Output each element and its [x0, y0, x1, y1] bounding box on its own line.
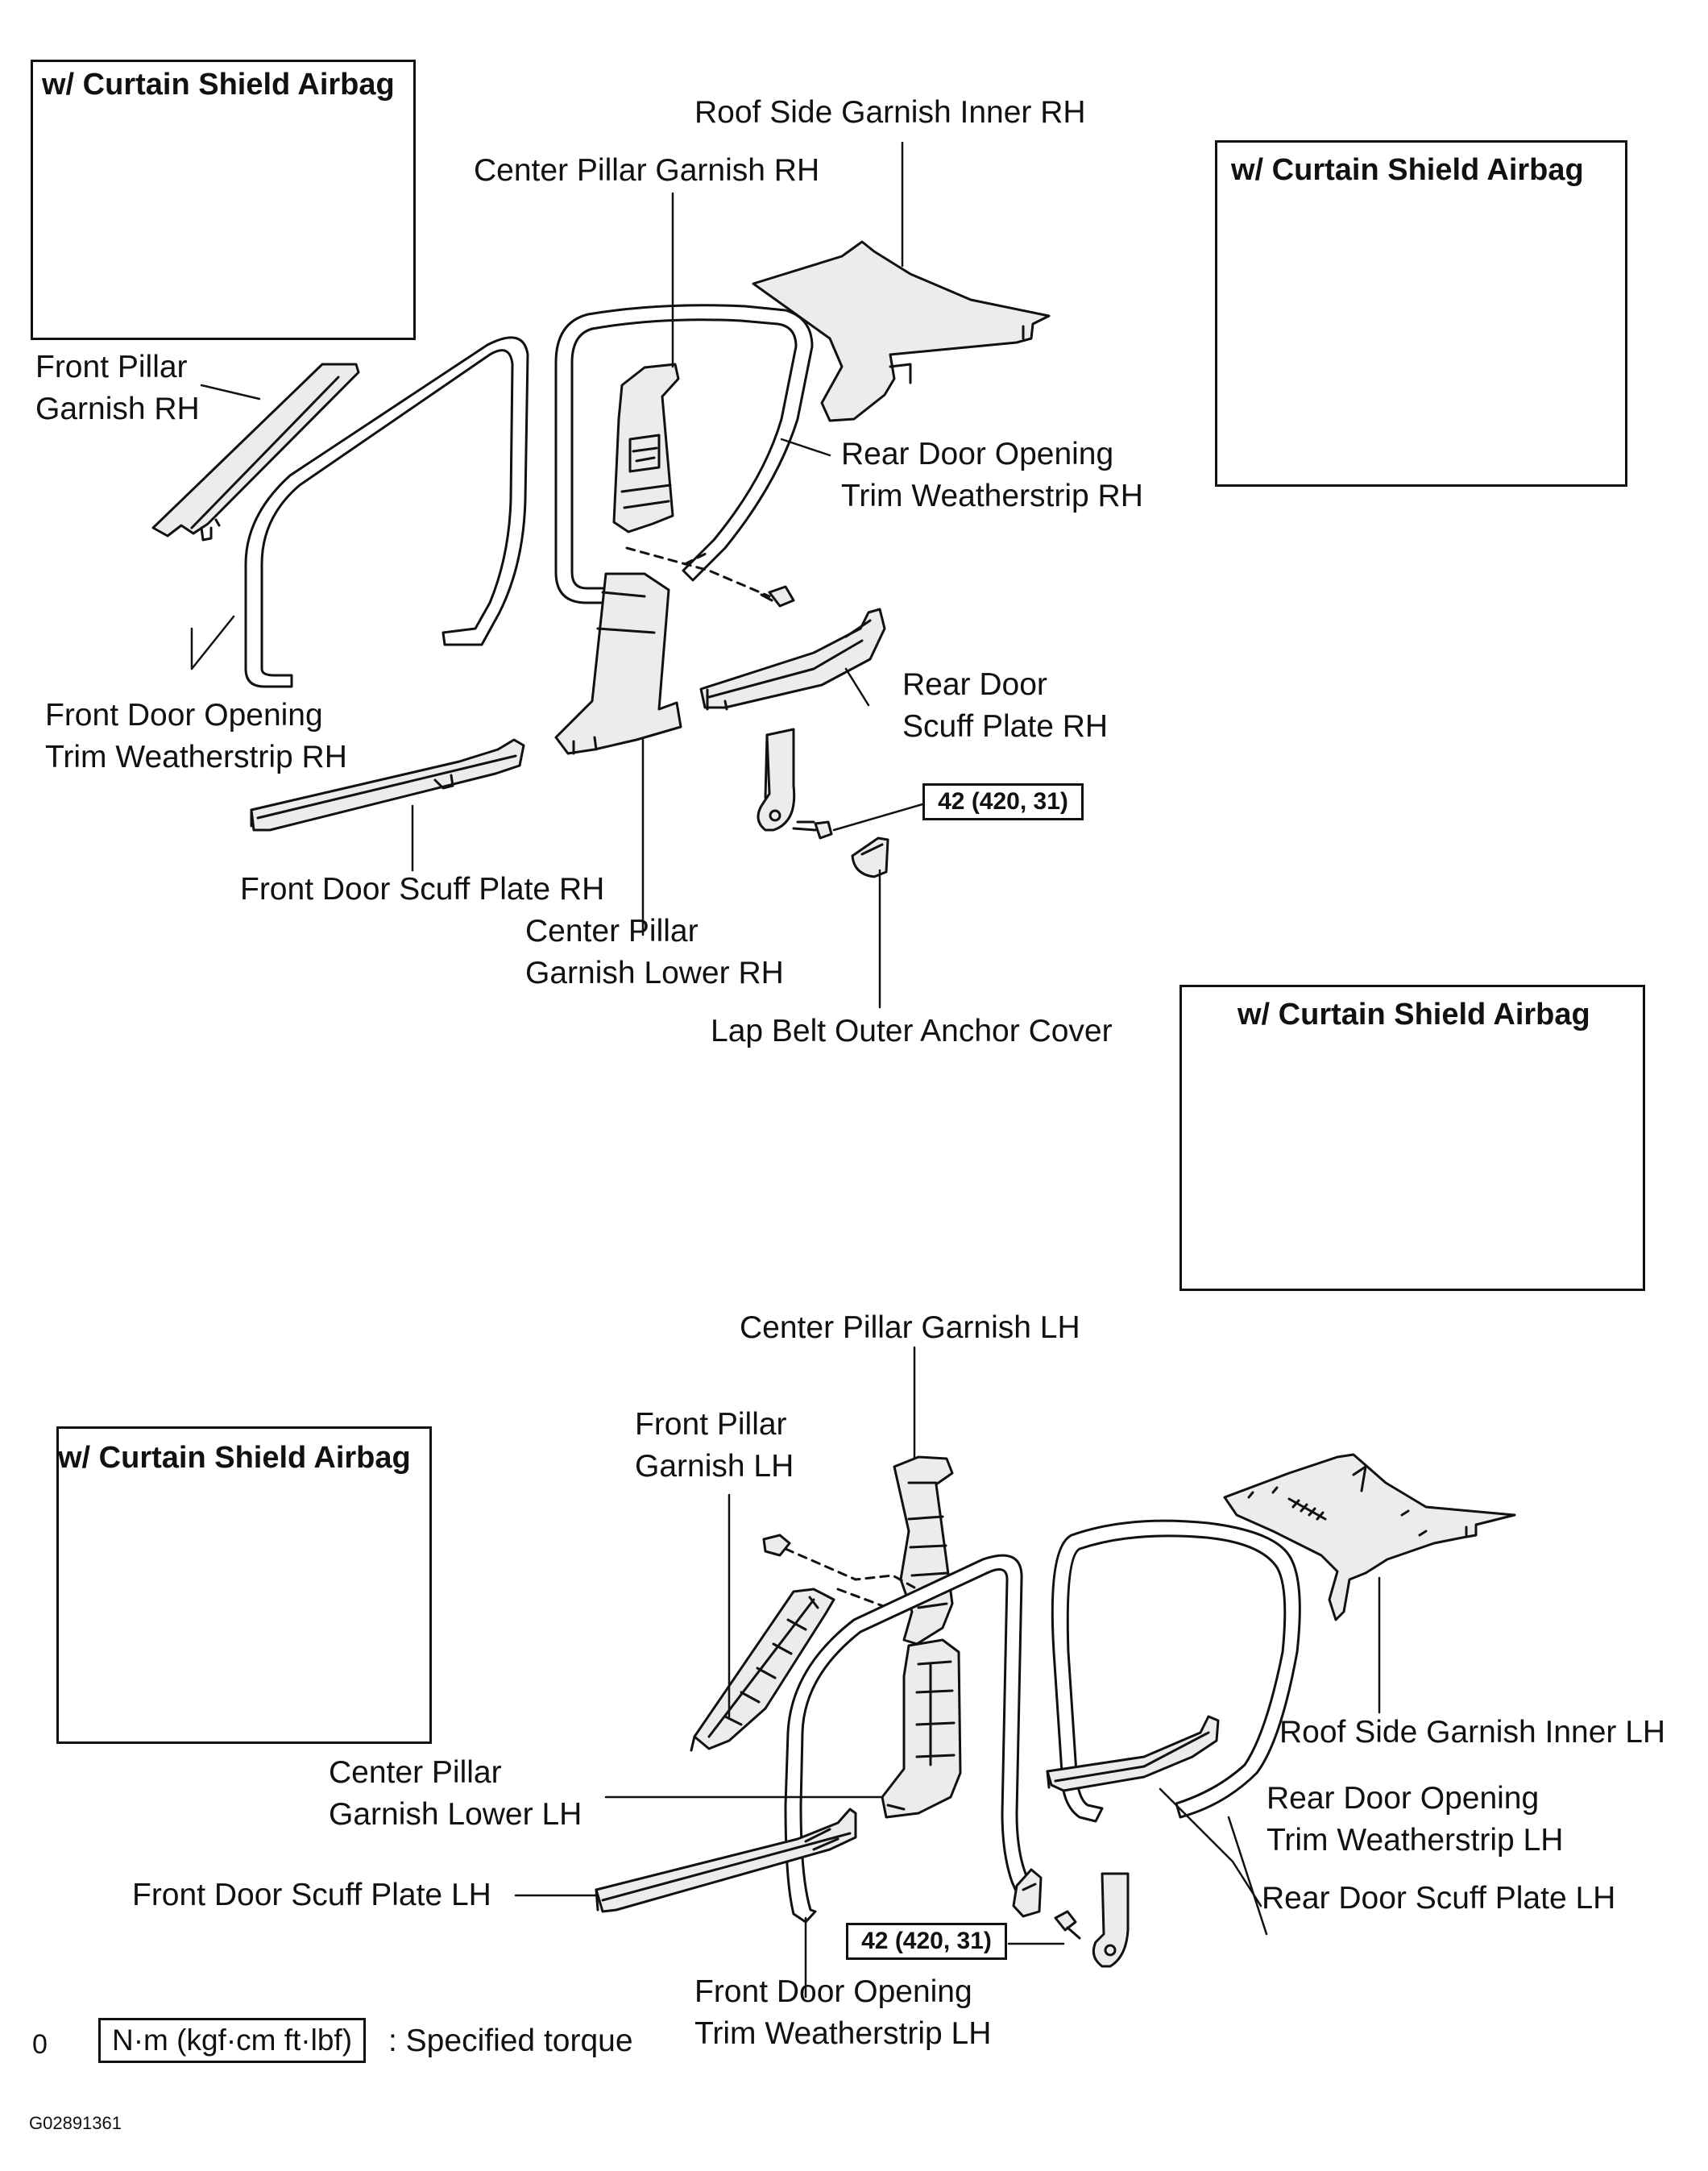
rear-door-scuff-plate-rh-part	[699, 608, 886, 711]
roof-side-garnish-inner-lh-part	[1223, 1453, 1516, 1621]
label-rear-door-opening-trim-lh-line1: Rear Door Opening	[1266, 1781, 1540, 1816]
label-center-pillar-garnish-lower-rh-line1: Center Pillar	[525, 914, 699, 949]
label-front-pillar-garnish-lh-line2: Garnish LH	[635, 1449, 794, 1484]
center-pillar-garnish-lh-part	[893, 1455, 954, 1646]
label-front-door-opening-trim-lh-line2: Trim Weatherstrip LH	[694, 2016, 992, 2051]
label-center-pillar-garnish-lower-lh-line1: Center Pillar	[329, 1755, 502, 1790]
label-front-door-opening-trim-rh-line2: Trim Weatherstrip RH	[45, 740, 347, 774]
torque-spec-lh: 42 (420, 31)	[846, 1923, 1007, 1960]
inset-top-right-title: w/ Curtain Shield Airbag	[1231, 153, 1584, 187]
label-center-pillar-garnish-rh: Center Pillar Garnish RH	[474, 153, 820, 188]
figure-id: G02891361	[29, 2113, 122, 2133]
label-rear-door-opening-trim-lh-line2: Trim Weatherstrip LH	[1266, 1823, 1564, 1858]
label-rear-door-opening-trim-rh-line2: Trim Weatherstrip RH	[841, 479, 1143, 513]
label-center-pillar-garnish-lower-lh-line2: Garnish Lower LH	[329, 1797, 582, 1832]
label-rear-door-scuff-plate-rh-line2: Scuff Plate RH	[902, 709, 1109, 744]
label-front-pillar-garnish-lh-line1: Front Pillar	[635, 1407, 787, 1442]
inset-top-right	[1215, 140, 1627, 487]
front-door-scuff-plate-rh-part	[250, 738, 525, 832]
label-rear-door-scuff-plate-rh-line1: Rear Door	[902, 667, 1047, 702]
center-pillar-garnish-rh-part	[612, 363, 680, 533]
rear-door-scuff-plate-lh-part	[1046, 1715, 1220, 1792]
label-lap-belt-outer-anchor-cover: Lap Belt Outer Anchor Cover	[711, 1014, 1113, 1048]
inset-mid-right-title: w/ Curtain Shield Airbag	[1237, 998, 1590, 1032]
torque-spec-rh: 42 (420, 31)	[922, 783, 1084, 820]
label-center-pillar-garnish-lower-rh-line2: Garnish Lower RH	[525, 956, 784, 990]
inset-top-left	[31, 60, 416, 340]
front-door-opening-trim-rh-part	[244, 336, 529, 688]
lh-leader-lines	[514, 1346, 1381, 1999]
legend-unit-box: N·m (kgf·cm ft·lbf)	[98, 2018, 367, 2063]
rear-door-opening-trim-lh-part	[1051, 1519, 1301, 1823]
label-front-door-opening-trim-lh-line1: Front Door Opening	[694, 1974, 972, 2009]
center-pillar-garnish-lower-rh-part	[554, 572, 682, 755]
legend-specified-torque: : Specified torque	[388, 2024, 633, 2058]
front-pillar-clip-lh-part	[762, 1534, 916, 1613]
legend-marker: 0	[32, 2029, 48, 2060]
front-pillar-garnish-rh-part	[151, 363, 360, 542]
rh-leader-lines	[190, 141, 924, 1009]
inset-bottom-left	[56, 1426, 432, 1744]
center-pillar-garnish-lower-lh-part	[881, 1638, 962, 1819]
label-front-door-scuff-plate-rh: Front Door Scuff Plate RH	[240, 872, 605, 907]
lap-belt-outer-anchor-cover-rh-part	[851, 836, 889, 878]
label-center-pillar-garnish-lh: Center Pillar Garnish LH	[740, 1310, 1080, 1345]
rear-door-opening-trim-rh-part	[554, 304, 814, 604]
inset-bottom-left-title: w/ Curtain Shield Airbag	[58, 1441, 411, 1475]
label-roof-side-garnish-inner-rh: Roof Side Garnish Inner RH	[694, 95, 1086, 130]
roof-side-garnish-inner-rh-part	[752, 240, 1051, 422]
lap-belt-anchor-bracket-rh-part	[757, 728, 833, 840]
front-door-scuff-plate-lh-part	[595, 1808, 857, 1913]
label-front-pillar-garnish-rh-line1: Front Pillar	[35, 350, 188, 384]
inset-mid-right	[1179, 985, 1645, 1291]
inset-top-left-title: w/ Curtain Shield Airbag	[42, 68, 395, 102]
label-roof-side-garnish-inner-lh: Roof Side Garnish Inner LH	[1279, 1715, 1666, 1750]
label-front-door-scuff-plate-lh: Front Door Scuff Plate LH	[132, 1878, 491, 1912]
label-front-pillar-garnish-rh-line2: Garnish RH	[35, 392, 200, 426]
lap-belt-anchor-lh-part	[1012, 1868, 1130, 1968]
label-front-door-opening-trim-rh-line1: Front Door Opening	[45, 698, 323, 733]
center-pillar-screw-rh-part	[625, 546, 795, 608]
label-rear-door-scuff-plate-lh: Rear Door Scuff Plate LH	[1262, 1881, 1616, 1916]
label-rear-door-opening-trim-rh-line1: Rear Door Opening	[841, 437, 1114, 471]
